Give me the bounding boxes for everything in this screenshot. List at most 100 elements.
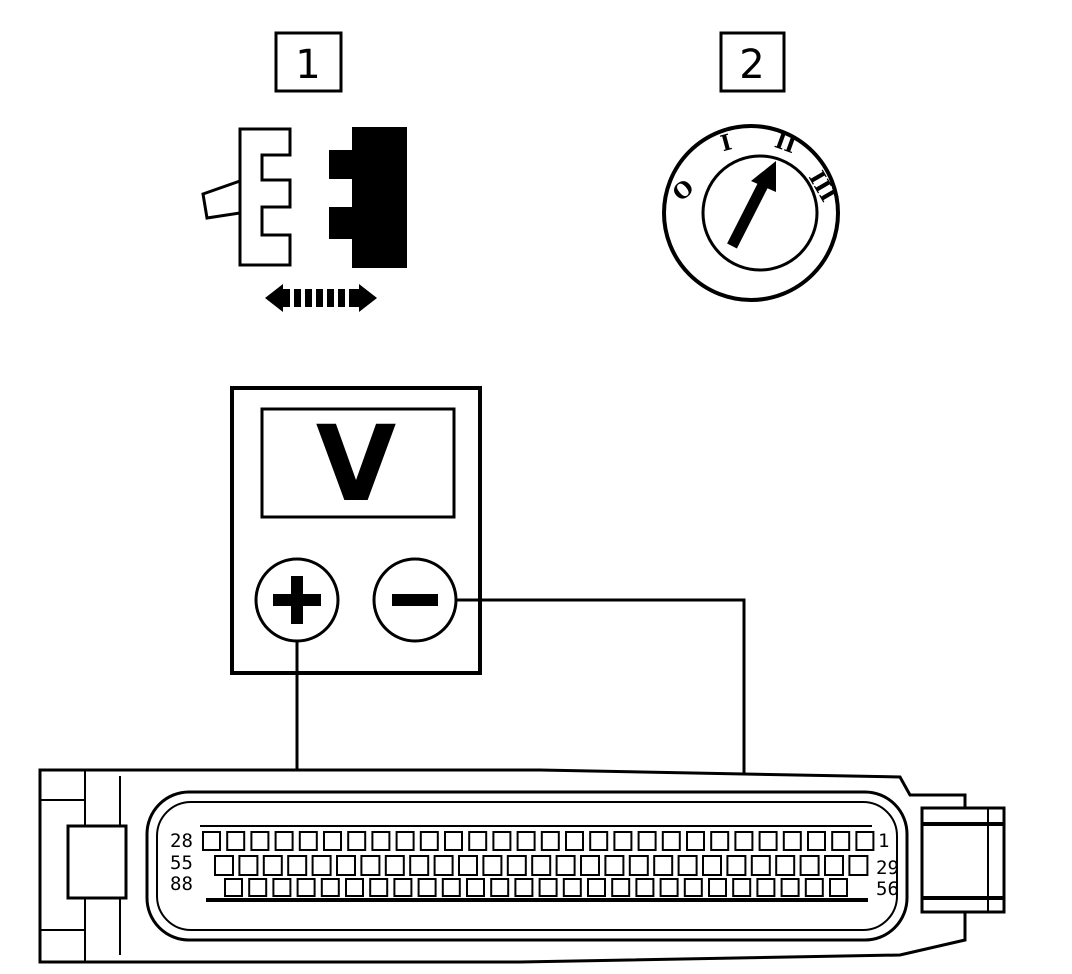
- pin-cavity: [635, 878, 655, 897]
- pin-cavity: [441, 878, 461, 897]
- pin-cavity: [611, 878, 631, 897]
- voltmeter: V: [230, 386, 482, 675]
- pin-cavity: [540, 831, 560, 851]
- pin-cavity: [417, 878, 437, 897]
- pin-cavity: [587, 878, 606, 897]
- pin-cavity: [345, 878, 364, 897]
- pin-cavity: [756, 878, 776, 897]
- pin-cavity: [516, 831, 536, 851]
- pin-cavity: [710, 831, 730, 851]
- pin-cavity: [580, 855, 600, 876]
- pin-cavity: [589, 831, 609, 851]
- pin-cavity: [433, 855, 454, 876]
- pin-cavity: [272, 878, 292, 897]
- pin-cavity: [831, 831, 851, 851]
- pin-cavity: [565, 831, 584, 851]
- pin-cavity: [336, 855, 356, 876]
- pin-cavity: [661, 831, 681, 851]
- pin-cavity: [855, 831, 875, 851]
- row-bottom-end-label: 56: [876, 878, 899, 900]
- row-top-end-label: 1: [878, 830, 889, 852]
- pin-cavity: [224, 878, 243, 897]
- pin-cavity: [323, 831, 342, 851]
- ecu-connector: 28 55 88 1 29 56: [38, 768, 1006, 964]
- pin-cavity: [298, 831, 318, 851]
- pin-cavity: [287, 855, 308, 876]
- step-2-label: 2: [719, 31, 786, 93]
- step-1-label: 1: [274, 31, 343, 93]
- pin-cavity: [409, 855, 430, 876]
- pin-cavity: [226, 831, 246, 851]
- pin-cavity: [311, 855, 332, 876]
- pin-cavity: [829, 878, 848, 897]
- pin-cavity: [848, 855, 869, 876]
- pin-cavity: [506, 855, 527, 876]
- pin-cavity: [782, 831, 802, 851]
- pin-cavity: [202, 831, 221, 851]
- pin-cavity: [248, 878, 268, 897]
- negative-lead: [456, 598, 746, 840]
- pin-cavity: [262, 855, 283, 876]
- pin-cavity: [555, 855, 576, 876]
- negative-terminal: [372, 557, 458, 643]
- voltmeter-display-symbol: V: [316, 403, 397, 525]
- pin-cavity: [320, 878, 340, 897]
- pin-cavity: [750, 855, 771, 876]
- pin-cavity: [250, 831, 270, 851]
- pin-cavity: [214, 855, 234, 876]
- row-middle-start-label: 55: [170, 852, 193, 874]
- ignition-pointer-icon: [727, 161, 776, 249]
- pin-row-top: [202, 831, 875, 851]
- pin-cavity: [371, 831, 391, 851]
- step-2-number: 2: [739, 42, 764, 88]
- pin-cavity: [238, 855, 259, 876]
- pin-cavity: [514, 878, 534, 897]
- pin-cavity: [274, 831, 294, 851]
- pin-cavity: [653, 855, 674, 876]
- pin-row-bottom: [224, 878, 848, 897]
- pin-cavity: [393, 878, 413, 897]
- pin-cavity: [758, 831, 778, 851]
- pin-cavity: [466, 878, 485, 897]
- pin-cavity: [780, 878, 800, 897]
- pin-cavity: [807, 831, 826, 851]
- pin-cavity: [395, 831, 415, 851]
- pin-cavity: [799, 855, 820, 876]
- pin-cavity: [686, 831, 705, 851]
- pin-cavity: [677, 855, 698, 876]
- pin-cavity: [492, 831, 512, 851]
- pin-cavity: [419, 831, 439, 851]
- pin-cavity: [360, 855, 381, 876]
- pin-cavity: [804, 878, 824, 897]
- pin-cavity: [458, 855, 478, 876]
- pin-cavity: [637, 831, 657, 851]
- ignition-switch-icon: O I II III: [662, 124, 841, 302]
- pin-cavity: [538, 878, 558, 897]
- pin-cavity: [613, 831, 633, 851]
- pin-cavity: [296, 878, 316, 897]
- step-1-number: 1: [295, 42, 320, 88]
- pin-cavity: [444, 831, 463, 851]
- positive-terminal: [254, 557, 340, 643]
- disconnect-connector-icon: [201, 127, 407, 312]
- pin-cavity: [384, 855, 405, 876]
- row-middle-end-label: 29: [876, 857, 899, 879]
- pin-cavity: [531, 855, 552, 876]
- pin-cavity: [775, 855, 796, 876]
- pin-cavity: [732, 878, 752, 897]
- pin-cavity: [702, 855, 722, 876]
- pin-cavity: [659, 878, 679, 897]
- pin-cavity: [604, 855, 625, 876]
- pin-cavity: [726, 855, 747, 876]
- pin-cavity: [482, 855, 503, 876]
- pin-cavity: [628, 855, 649, 876]
- pin-cavity: [490, 878, 510, 897]
- pin-cavity: [708, 878, 727, 897]
- double-arrow-icon: [265, 284, 377, 312]
- pin-cavity: [347, 831, 367, 851]
- pin-cavity: [734, 831, 754, 851]
- pin-row-middle: [214, 855, 869, 876]
- pin-cavity: [468, 831, 488, 851]
- pin-cavity: [369, 878, 389, 897]
